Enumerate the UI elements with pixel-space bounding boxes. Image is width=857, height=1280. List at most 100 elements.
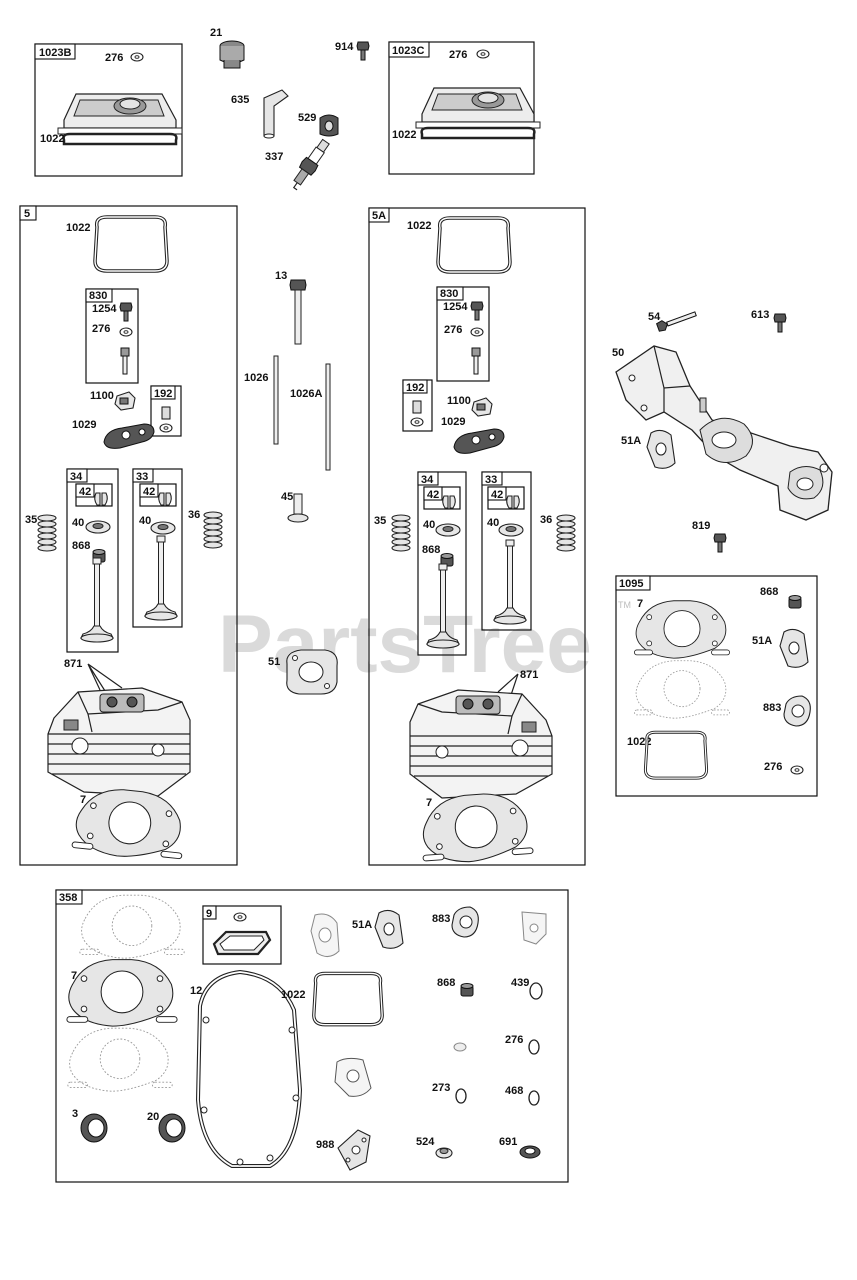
gasket-51A-part — [779, 628, 809, 668]
callout-50: 50 — [612, 347, 624, 359]
screw-819-part — [713, 533, 727, 553]
rocker-stud-part — [471, 347, 481, 375]
callout-7: 7 — [637, 598, 643, 610]
gasket-51A-part — [646, 429, 676, 469]
callout-7: 7 — [426, 797, 432, 809]
callout-1022: 1022 — [407, 220, 431, 232]
head-gasket-ghost-part — [79, 894, 185, 959]
washer-276-part — [470, 327, 484, 337]
push-rod-1026A-part — [325, 363, 331, 471]
callout-21: 21 — [210, 27, 222, 39]
kit-tag-5A — [368, 207, 390, 223]
callout-1254: 1254 — [92, 303, 117, 315]
head-gasket-ghost-part — [634, 660, 730, 719]
callout-35: 35 — [25, 514, 37, 526]
valve-keeper-part — [506, 495, 520, 509]
cylinder-head-part — [47, 687, 191, 797]
callout-20: 20 — [147, 1111, 159, 1123]
valve-keeper-part — [158, 492, 172, 506]
o-ring-468-part — [528, 1090, 540, 1106]
gasket-ghost-part — [521, 911, 547, 945]
push-rod-guide-part — [114, 391, 136, 411]
kit-box-1023B — [34, 43, 183, 177]
head-gasket-part — [70, 784, 189, 864]
callout-871: 871 — [64, 658, 82, 670]
washer-part — [233, 912, 247, 922]
kit-label-34: 34 — [421, 474, 434, 486]
washer-276-part — [790, 765, 804, 775]
kit-label-5A: 5A — [372, 210, 386, 222]
rotator-192-part — [161, 406, 171, 420]
kit-label-34: 34 — [70, 471, 83, 483]
callout-13: 13 — [275, 270, 287, 282]
kit-label-33: 33 — [485, 474, 497, 486]
kit-box-358 — [55, 889, 569, 1183]
callout-40: 40 — [139, 515, 151, 527]
watermark-text: PartsTree — [218, 599, 592, 690]
callout-276: 276 — [764, 761, 782, 773]
valve-keeper-part — [442, 495, 456, 509]
callout-337: 337 — [265, 151, 283, 163]
callout-1029: 1029 — [72, 419, 96, 431]
gasket-51-part — [286, 649, 338, 695]
callout-914: 914 — [335, 41, 354, 53]
washer-276-part — [528, 1039, 540, 1055]
kit-label-192: 192 — [406, 382, 424, 394]
seal-691-part — [519, 1145, 541, 1159]
kit-label-42: 42 — [143, 486, 155, 498]
callout-273: 273 — [432, 1082, 450, 1094]
spring-retainer-part — [150, 521, 176, 535]
callout-35: 35 — [374, 515, 386, 527]
kit-label-1023C: 1023C — [392, 45, 424, 57]
kit-label-33: 33 — [136, 471, 148, 483]
callout-40: 40 — [72, 517, 84, 529]
valve-keeper-part — [94, 492, 108, 506]
kit-label-358: 358 — [59, 892, 77, 904]
callout-51A: 51A — [352, 919, 372, 931]
kit-tag-192 — [402, 379, 428, 394]
callout-524: 524 — [416, 1136, 435, 1148]
cylinder-head-part — [409, 689, 553, 799]
kit-tag-192 — [150, 385, 176, 400]
callout-883: 883 — [432, 913, 450, 925]
kit-tag-42 — [75, 483, 95, 498]
callout-54: 54 — [648, 311, 661, 323]
cap-192-part — [159, 423, 173, 433]
callout-276: 276 — [92, 323, 110, 335]
gasket-1022-part — [312, 971, 384, 1027]
spring-retainer-part — [498, 523, 524, 537]
push-rod-guide-part — [471, 397, 493, 417]
callout-868: 868 — [760, 586, 778, 598]
spring-retainer-part — [435, 523, 461, 537]
kit-label-5: 5 — [24, 208, 30, 220]
callout-36: 36 — [188, 509, 200, 521]
rotator-192-part — [412, 400, 422, 414]
kit-label-830: 830 — [89, 290, 107, 302]
manifold-bolt-part — [655, 311, 697, 332]
callout-276: 276 — [449, 49, 467, 61]
callout-988: 988 — [316, 1139, 334, 1151]
kit-tag-34 — [417, 471, 439, 486]
kit-tag-830 — [436, 286, 464, 301]
callout-468: 468 — [505, 1085, 523, 1097]
callout-40: 40 — [487, 517, 499, 529]
callout-36: 36 — [540, 514, 552, 526]
spring-retainer-part — [85, 520, 111, 534]
kit-tag-1023B — [34, 43, 76, 60]
callout-51A: 51A — [752, 635, 772, 647]
kit-box-5 — [19, 205, 238, 866]
callout-691: 691 — [499, 1136, 517, 1148]
kit-box-33 — [132, 468, 183, 628]
valve-seal-part — [788, 595, 802, 609]
callout-1022: 1022 — [281, 989, 305, 1001]
callout-1100: 1100 — [90, 390, 114, 402]
gasket-1022-part — [436, 216, 512, 274]
bolt-613-part — [773, 313, 787, 333]
oil-seal-20-part — [158, 1113, 186, 1143]
callout-613: 613 — [751, 309, 769, 321]
callout-868: 868 — [437, 977, 455, 989]
o-ring-ghost-part — [453, 1042, 467, 1052]
callout-635: 635 — [231, 94, 249, 106]
o-ring-273-part — [455, 1088, 467, 1104]
